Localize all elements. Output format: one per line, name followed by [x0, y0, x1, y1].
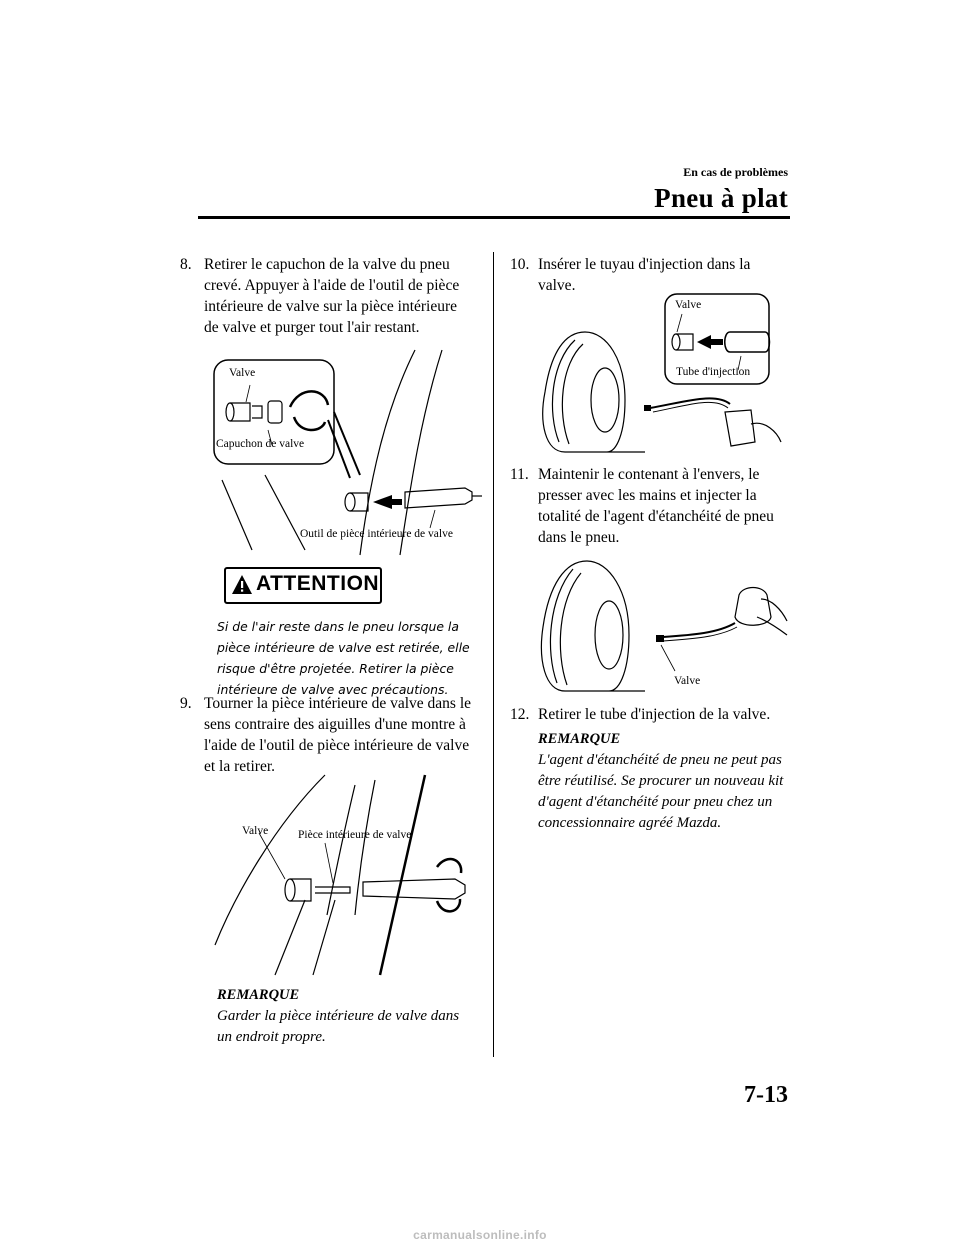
step-text: Retirer le tube d'injection de la valve.	[538, 706, 771, 723]
label-valve: Valve	[242, 825, 269, 837]
label-valve: Valve	[675, 299, 702, 311]
column-divider	[493, 252, 494, 1057]
attention-box: ATTENTION	[224, 567, 382, 604]
figure-inject-sealant	[540, 560, 788, 692]
step-9: 9. Tourner la pièce intérieure de valve …	[180, 693, 475, 777]
step-text: Maintenir le contenant à l'envers, le pr…	[538, 466, 774, 546]
footer-watermark: carmanualsonline.info	[413, 1228, 547, 1242]
note-title: REMARQUE	[217, 987, 300, 1003]
step-number: 9.	[180, 695, 192, 712]
page-number: 7-13	[744, 1082, 788, 1108]
step-number: 11.	[510, 466, 529, 483]
step-number: 10.	[510, 256, 530, 273]
step-12: 12. Retirer le tube d'injection de la va…	[510, 704, 790, 725]
step-text: Tourner la pièce intérieure de valve dan…	[204, 695, 472, 775]
note-title: REMARQUE	[538, 731, 621, 747]
label-injection-tube: Tube d'injection	[676, 366, 751, 378]
step-10: 10. Insérer le tuyau d'injection dans la…	[510, 254, 780, 296]
step-8: 8. Retirer le capuchon de la valve du pn…	[180, 254, 470, 338]
attention-title: ATTENTION	[256, 572, 380, 595]
label-valve-cap: Capuchon de valve	[216, 438, 305, 450]
chapter-title: Pneu à plat	[654, 183, 788, 213]
step-text: Retirer le capuchon de la valve du pneu …	[204, 256, 460, 336]
header-rule	[198, 216, 790, 219]
figure-remove-valve-cap	[213, 349, 482, 556]
section-title: En cas de problèmes	[683, 165, 788, 179]
note-text: Garder la pièce intérieure de valve dans…	[217, 1008, 460, 1045]
label-valve: Valve	[229, 367, 256, 379]
figure-insert-injection-tube	[542, 293, 782, 453]
warning-icon	[232, 575, 252, 594]
step-number: 12.	[510, 706, 530, 723]
figure-remove-valve-core	[214, 774, 466, 976]
attention-text: Si de l'air reste dans le pneu lorsque l…	[217, 619, 470, 697]
label-valve: Valve	[674, 675, 701, 687]
step-11: 11. Maintenir le contenant à l'envers, l…	[510, 464, 790, 548]
note-text: L'agent d'étanchéité de pneu ne peut pas…	[538, 752, 784, 831]
label-valve-core: Pièce intérieure de valve	[298, 829, 412, 841]
step-number: 8.	[180, 256, 192, 273]
step-text: Insérer le tuyau d'injection dans la val…	[538, 256, 751, 294]
label-valve-core-tool: Outil de pièce intérieure de valve	[300, 528, 453, 540]
